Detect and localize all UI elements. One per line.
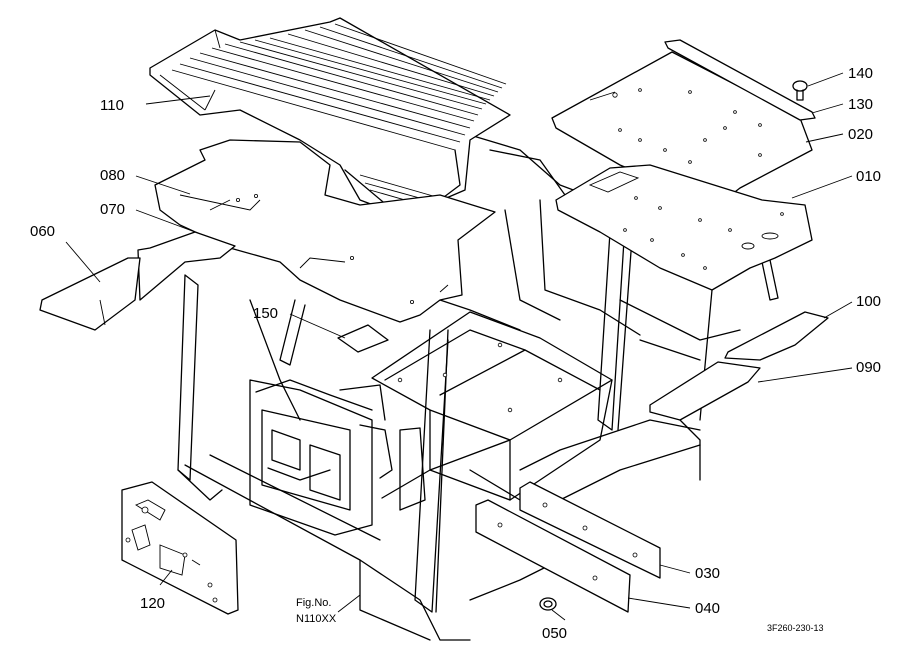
callout-020: 020: [848, 126, 873, 143]
callout-060: 060: [30, 223, 55, 240]
callout-100: 100: [856, 293, 881, 310]
part-120-front-cover: [121, 481, 239, 615]
callout-140: 140: [848, 65, 873, 82]
callout-090: 090: [856, 359, 881, 376]
callout-050: 050: [542, 625, 567, 642]
callout-030: 030: [695, 565, 720, 582]
callout-130: 130: [848, 96, 873, 113]
part-150-small-pad: [337, 324, 389, 353]
part-100-right-pad: [724, 311, 829, 361]
callout-110: 110: [100, 97, 124, 114]
callout-010: 010: [856, 168, 881, 185]
callout-040: 040: [695, 600, 720, 617]
callout-120: 120: [140, 595, 165, 612]
callout-080: 080: [100, 167, 125, 184]
part-080-floor-sheet: [154, 139, 496, 323]
part-070-side-panel: [137, 231, 236, 301]
callout-070: 070: [100, 201, 125, 218]
callout-150: 150: [253, 305, 278, 322]
figure-no-value: N110XX: [296, 613, 337, 625]
drawing-code: 3F260-230-13: [767, 623, 824, 633]
leader-lines: [65, 72, 853, 621]
figure-reference: Fig.No. N110XX: [296, 597, 337, 625]
floor-console: [371, 311, 613, 501]
part-040-lower-plate: [475, 499, 631, 613]
part-050-grommet: [539, 597, 557, 611]
part-060-side-pad: [39, 257, 141, 331]
callout-labels: 110 080 070 060 150 140 130 020 010 100 …: [30, 65, 881, 642]
part-130-rear-strip: [664, 39, 816, 121]
part-010-rear-lower-panel: [555, 164, 813, 291]
part-090-right-pad: [649, 361, 761, 421]
figure-no-label: Fig.No.: [296, 597, 331, 609]
dash-assembly: [249, 379, 426, 536]
part-140-bolt: [792, 80, 808, 101]
part-030-front-plate: [519, 481, 661, 579]
